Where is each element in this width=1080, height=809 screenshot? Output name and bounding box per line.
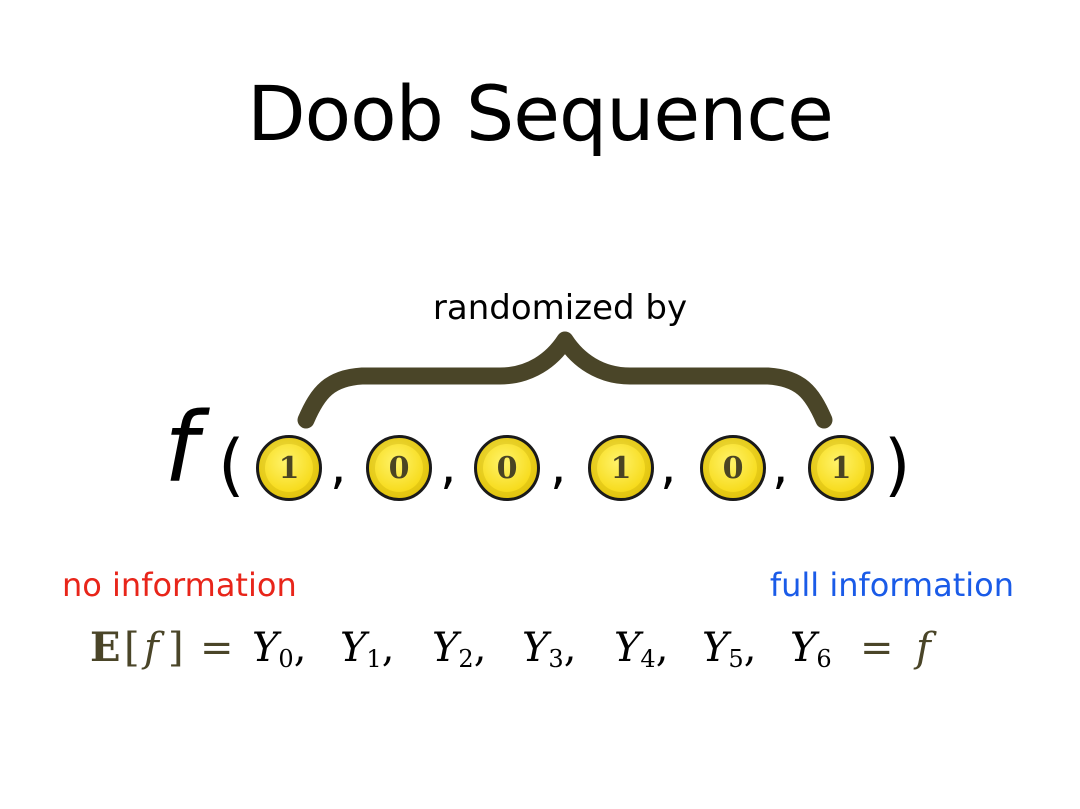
y-term: Y6	[790, 625, 832, 673]
coin-3: 0	[474, 435, 540, 501]
coin-1: 1	[256, 435, 322, 501]
y-term: Y5,	[702, 625, 757, 673]
comma: ,	[772, 436, 789, 496]
y-term: Y4,	[614, 625, 669, 673]
slide-title: Doob Sequence	[247, 69, 834, 158]
full-information-label: full information	[769, 566, 1014, 604]
coin-value: 1	[610, 450, 632, 486]
bracket-close: ]	[168, 625, 184, 671]
coin-2: 0	[366, 435, 432, 501]
equation-f-2: f	[916, 625, 931, 671]
y-term: Y2,	[432, 625, 487, 673]
comma: ,	[660, 436, 677, 496]
function-symbol: f	[164, 392, 198, 504]
equation-f: f	[144, 625, 159, 671]
coin-value: 0	[496, 450, 518, 486]
no-information-label: no information	[62, 566, 297, 604]
equals-sign-2: =	[860, 625, 894, 671]
coin-5: 0	[700, 435, 766, 501]
y-term: Y1,	[340, 625, 395, 673]
coin-value: 0	[722, 450, 744, 486]
coin-6: 1	[808, 435, 874, 501]
coin-4: 1	[588, 435, 654, 501]
coin-value: 0	[388, 450, 410, 486]
y-term: Y0,	[252, 625, 307, 673]
brace-label: randomized by	[432, 288, 688, 328]
coin-value: 1	[830, 450, 852, 486]
expectation-symbol: E	[90, 624, 121, 671]
close-paren: )	[884, 426, 911, 505]
comma: ,	[550, 436, 567, 496]
open-paren: (	[218, 426, 245, 505]
y-term: Y3,	[522, 625, 577, 673]
coin-value: 1	[278, 450, 300, 486]
comma: ,	[440, 436, 457, 496]
equals-sign: =	[200, 625, 234, 671]
comma: ,	[330, 436, 347, 496]
bracket-open: [	[124, 625, 140, 671]
